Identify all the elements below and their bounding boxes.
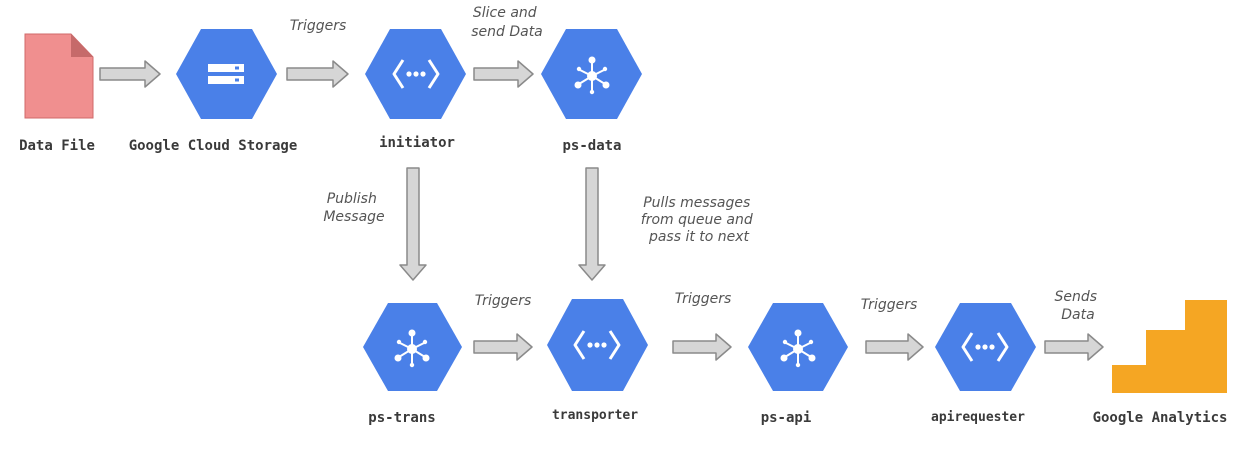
transporter-label: transporter: [552, 408, 638, 423]
arrow-initiator-to-pstrans: [399, 167, 427, 281]
analytics-label: Google Analytics: [1093, 410, 1228, 426]
node-ps-api: ps-api: [748, 303, 848, 426]
analytics-icon: [1112, 300, 1227, 393]
node-transporter: transporter: [547, 299, 648, 423]
cloud-functions-icon: [392, 59, 440, 89]
edge-label-psdata-transporter: Pulls messages from queue and pass it to…: [641, 195, 757, 245]
ps-data-label: ps-data: [562, 138, 621, 154]
arrows: [99, 60, 1104, 361]
arrow-pstrans-to-transporter: [473, 333, 533, 361]
data-file-label: Data File: [19, 138, 95, 154]
node-google-cloud-storage: Google Cloud Storage: [129, 29, 298, 154]
edge-labels: Triggers Slice and send Data Publish Mes…: [290, 5, 1101, 323]
node-google-analytics: Google Analytics: [1093, 300, 1228, 426]
apirequester-label: apirequester: [931, 410, 1025, 425]
pubsub-icon: [780, 329, 816, 368]
node-ps-data: ps-data: [541, 29, 642, 154]
edge-label-psapi-apirequester: Triggers: [861, 297, 918, 313]
initiator-label: initiator: [379, 135, 455, 151]
pubsub-icon: [574, 56, 610, 95]
edge-label-initiator-pstrans: Publish Message: [323, 191, 384, 225]
arrow-gcs-to-initiator: [286, 60, 349, 88]
ps-trans-label: ps-trans: [368, 410, 435, 426]
edge-label-pstrans-transporter: Triggers: [475, 293, 532, 309]
cloud-functions-icon: [961, 332, 1009, 362]
arrow-apirequester-to-analytics: [1044, 333, 1104, 361]
ps-api-label: ps-api: [761, 410, 812, 426]
node-ps-trans: ps-trans: [363, 303, 462, 426]
arrow-initiator-to-psdata: [473, 60, 534, 88]
arrow-transporter-to-psapi: [672, 333, 732, 361]
edge-label-initiator-psdata: Slice and send Data: [471, 5, 543, 40]
arrow-datafile-to-gcs: [99, 60, 161, 88]
storage-icon: [208, 64, 244, 84]
node-initiator: initiator: [365, 29, 466, 151]
arrow-psdata-to-transporter: [578, 167, 606, 281]
cloud-functions-icon: [573, 330, 621, 360]
arrow-psapi-to-apirequester: [865, 333, 924, 361]
pubsub-icon: [394, 329, 430, 368]
edge-label-apirequester-analytics: Sends Data: [1054, 289, 1101, 323]
node-data-file: Data File: [19, 33, 95, 154]
document-fold: [71, 34, 93, 57]
node-apirequester: apirequester: [931, 303, 1036, 425]
gcs-label: Google Cloud Storage: [129, 138, 298, 154]
gcs-hexagon: [176, 29, 277, 119]
edge-label-transporter-psapi: Triggers: [675, 291, 732, 307]
edge-label-gcs-initiator: Triggers: [290, 18, 347, 34]
